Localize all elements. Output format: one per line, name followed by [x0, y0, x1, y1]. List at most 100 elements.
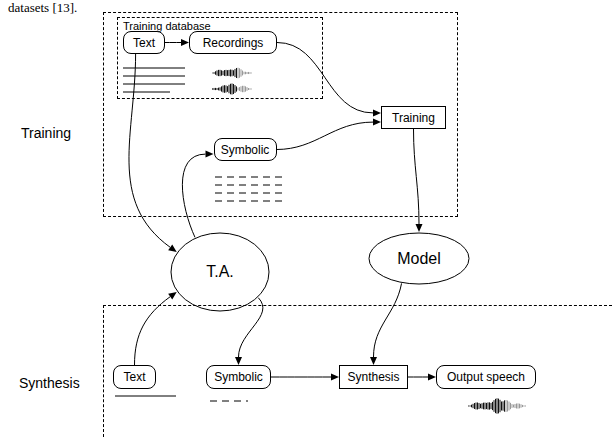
data-box: Recordings	[189, 31, 277, 54]
waveform-stroke	[473, 404, 474, 408]
connector-line	[408, 377, 428, 378]
data-box: Symbolic	[214, 138, 277, 161]
waveform-stroke	[223, 86, 224, 93]
waveform-stroke	[492, 402, 493, 410]
waveform-stroke	[233, 84, 234, 94]
waveform-stroke	[224, 85, 225, 93]
connector-line	[277, 122, 374, 149]
waveform-stroke	[217, 70, 218, 75]
waveform-stroke	[218, 70, 219, 76]
waveform-stroke	[474, 403, 475, 409]
waveform-stroke	[241, 86, 242, 91]
data-box: Text	[123, 31, 165, 54]
node-label: Symbolic	[214, 370, 263, 384]
waveform-stroke	[229, 85, 230, 93]
waveform-stroke	[501, 401, 502, 410]
waveform-stroke	[518, 403, 519, 408]
arrowhead	[416, 224, 423, 232]
waveform-stroke	[513, 405, 514, 408]
waveform-stroke	[504, 400, 505, 411]
database-box: Training databaseTextRecordings	[117, 17, 323, 99]
waveform-stroke	[229, 70, 230, 76]
node-label: Training	[392, 111, 435, 125]
waveform-stroke	[494, 400, 495, 412]
connector	[370, 283, 402, 365]
connector	[135, 292, 177, 365]
arrowhead	[331, 374, 339, 381]
node-label: Text	[133, 36, 155, 50]
waveform-stroke	[215, 71, 216, 74]
waveform-stroke	[236, 86, 237, 91]
waveform-stroke	[226, 70, 227, 76]
waveform-stroke	[503, 401, 504, 410]
waveform-stroke	[247, 87, 248, 91]
waveform-stroke	[242, 86, 243, 92]
waveform-stroke	[525, 405, 526, 407]
waveform-stroke	[512, 404, 513, 408]
arrowhead	[181, 39, 189, 46]
text-lines	[115, 68, 185, 396]
waveform-stroke	[486, 403, 487, 409]
waveform-stroke	[488, 402, 489, 409]
waveform-stroke	[476, 403, 477, 410]
waveform-stroke	[477, 403, 478, 410]
waveform-stroke	[232, 70, 233, 77]
waveform-stroke	[230, 84, 231, 94]
waveform-stroke	[524, 405, 525, 406]
connector-line	[414, 129, 420, 224]
group-region: TrainingTraining databaseTextRecordingsS…	[103, 12, 458, 217]
text-fragment: datasets [13].	[8, 0, 77, 15]
process-ellipse: T.A.	[170, 232, 270, 312]
waveform-stroke	[227, 86, 228, 92]
connector	[165, 39, 189, 46]
waveform-stroke	[214, 72, 215, 74]
waveform-stroke	[247, 72, 248, 74]
waveform-stroke	[480, 404, 481, 408]
waveform-stroke	[238, 88, 239, 91]
node-label: Synthesis	[347, 370, 399, 384]
waveform-stroke	[223, 71, 224, 75]
waveform-stroke	[245, 86, 246, 91]
waveforms	[211, 68, 544, 414]
process-box: Training	[381, 106, 446, 129]
section-label: Synthesis	[19, 375, 80, 391]
connector-line	[277, 43, 373, 113]
ellipse-shape	[369, 233, 469, 284]
arrowhead	[168, 244, 177, 252]
waveform-stroke	[220, 87, 221, 90]
node-label: Model	[397, 250, 441, 268]
arrowhead	[206, 151, 214, 158]
waveform-stroke	[245, 72, 246, 74]
waveform-stroke	[500, 400, 501, 412]
waveform-stroke	[215, 88, 216, 90]
process-box: Synthesis	[339, 365, 408, 389]
waveform-stroke	[507, 400, 508, 411]
waveform-stroke	[251, 72, 252, 74]
waveform-stroke	[522, 405, 523, 407]
node-label: Recordings	[203, 36, 264, 50]
waveform-stroke	[250, 88, 251, 89]
waveform-stroke	[212, 72, 213, 74]
waveform-stroke	[218, 88, 219, 91]
arrowhead	[235, 357, 242, 365]
waveform-stroke	[227, 70, 228, 76]
waveform-stroke	[515, 404, 516, 408]
waveform-stroke	[226, 85, 227, 92]
connector	[408, 374, 436, 381]
node-label: T.A.	[206, 263, 234, 281]
waveform-stroke	[221, 86, 222, 91]
waveform-stroke	[516, 404, 517, 409]
arrowhead	[168, 292, 177, 300]
connector-line	[165, 42, 181, 43]
ellipse-shape	[171, 233, 269, 311]
arrowhead	[370, 357, 377, 365]
waveform-stroke	[238, 68, 239, 79]
waveform-stroke	[236, 68, 237, 78]
waveform-stroke	[483, 403, 484, 410]
connector	[129, 54, 177, 252]
connector	[271, 374, 339, 381]
waveform-stroke	[244, 72, 245, 75]
data-box: Text	[113, 365, 156, 389]
waveform-stroke	[495, 399, 496, 413]
